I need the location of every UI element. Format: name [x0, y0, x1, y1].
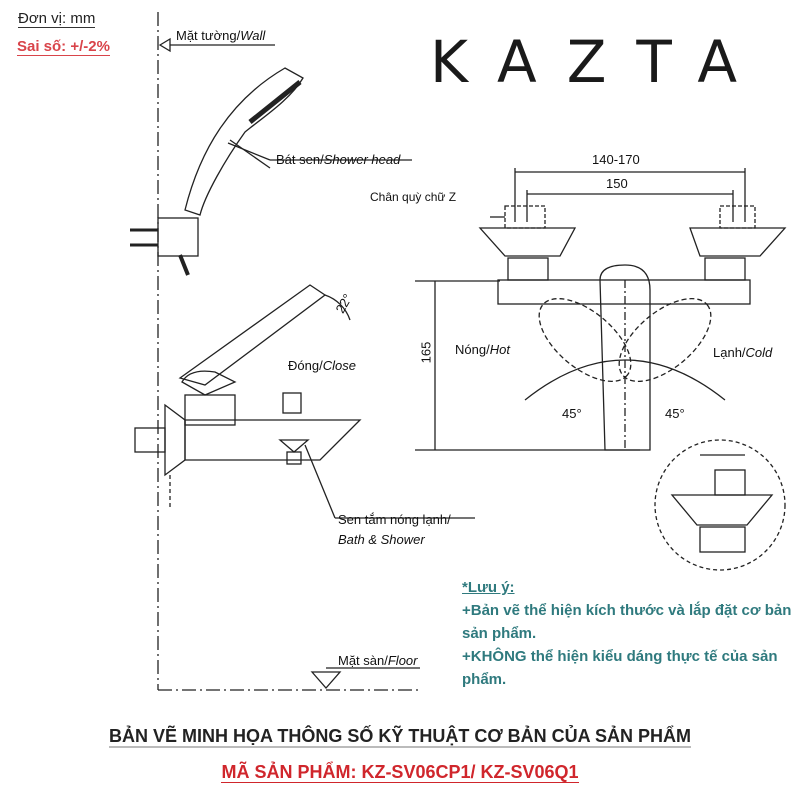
- wall-marker: [158, 37, 171, 53]
- footer-title-text: BẢN VẼ MINH HỌA THÔNG SỐ KỸ THUẬT CƠ BẢN…: [108, 726, 692, 748]
- floor-marker: [310, 671, 342, 689]
- footer-title: BẢN VẼ MINH HỌA THÔNG SỐ KỸ THUẬT CƠ BẢN…: [0, 726, 800, 748]
- wall-label-vi: Mặt tường/: [176, 28, 241, 43]
- wall-label-en: Wall: [240, 28, 266, 43]
- tolerance-label: Sai số: +/-2%: [17, 38, 110, 56]
- floor-label: Mặt sàn/Floor: [338, 653, 417, 668]
- note-line-2: +KHÔNG thể hiện kiểu dáng thực tế của sả…: [462, 648, 778, 688]
- faucet-body-front: [497, 279, 751, 305]
- close-label-en: Close: [322, 358, 356, 373]
- cold-label: Lạnh/Cold: [713, 345, 772, 360]
- faucet-lever-front: [599, 264, 651, 451]
- unit-label: Đơn vị: mm: [18, 10, 96, 28]
- hot-label-en: Hot: [489, 342, 510, 357]
- close-label: Đóng/Close: [288, 358, 356, 373]
- z-leg-left: [504, 205, 546, 229]
- faucet-spout: [184, 419, 362, 461]
- note-title: *Lưu ý:: [462, 579, 515, 596]
- dimension-140-170-label: 140-170: [592, 152, 640, 167]
- shower-head-label-vi: Bát sen/: [276, 152, 324, 167]
- note-block: *Lưu ý: +Bản vẽ thể hiện kích thước và l…: [462, 576, 800, 691]
- close-label-vi: Đóng/: [288, 358, 323, 373]
- hot-label: Nóng/Hot: [455, 342, 510, 357]
- shower-bracket: [157, 217, 199, 257]
- floor-label-vi: Mặt sàn/: [338, 653, 388, 668]
- shower-head-label-en: Shower head: [323, 152, 401, 167]
- bath-shower-label-en: Bath & Shower: [338, 532, 425, 547]
- detail-circle: [654, 439, 786, 571]
- dimension-150-label: 150: [606, 176, 628, 191]
- angle-45-right: 45°: [665, 406, 685, 421]
- cold-label-vi: Lạnh/: [713, 345, 746, 360]
- bath-shower-label-vi: Sen tắm nóng lạnh/: [338, 512, 451, 527]
- shower-head: [184, 67, 304, 216]
- wall-label: Mặt tường/Wall: [176, 28, 265, 43]
- note-line-1: +Bản vẽ thể hiện kích thước và lắp đặt c…: [462, 602, 792, 642]
- z-leg-label: Chân quỳ chữ Z: [370, 190, 457, 204]
- wall-flange: [164, 403, 186, 477]
- product-code: MÃ SẢN PHẨM: KZ-SV06CP1/ KZ-SV06Q1: [0, 762, 800, 783]
- z-leg-right: [719, 205, 756, 229]
- floor-label-en: Floor: [387, 653, 418, 668]
- shower-head-label: Bát sen/Shower head: [276, 152, 400, 167]
- dimension-165-label: 165: [418, 341, 434, 364]
- brand-logo: KAZTA: [430, 28, 768, 96]
- angle-45-left: 45°: [562, 406, 582, 421]
- hot-label-vi: Nóng/: [455, 342, 490, 357]
- cold-label-en: Cold: [745, 345, 773, 360]
- product-code-text: MÃ SẢN PHẨM: KZ-SV06CP1/ KZ-SV06Q1: [221, 762, 579, 783]
